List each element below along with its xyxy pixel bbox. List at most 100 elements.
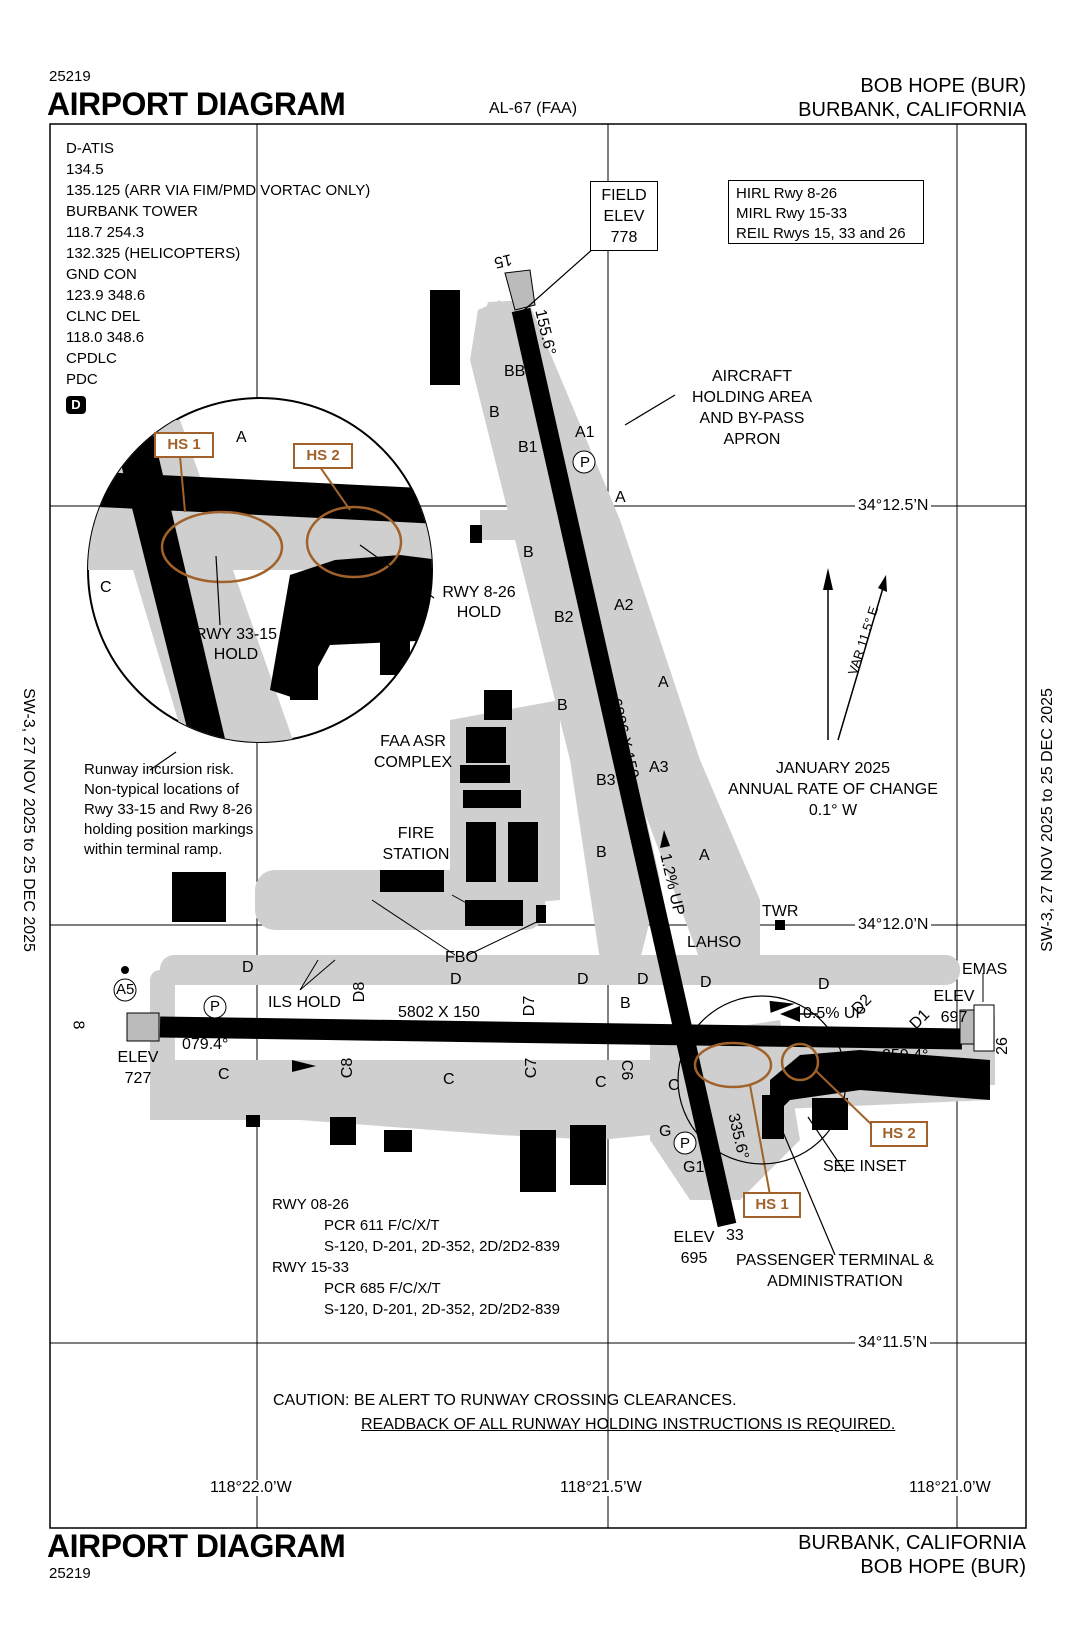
inset-taxiway-c: C — [100, 579, 112, 596]
freq-clnc-label: CLNC DEL — [66, 308, 141, 325]
hotspot-hs1[interactable]: HS 1 — [743, 1192, 801, 1218]
longitude-3: 118°21.0’W — [906, 1480, 994, 1496]
holding-area-line3: AND BY-PASS — [699, 410, 805, 427]
freq-gnd: 123.9 348.6 — [66, 287, 146, 304]
d-badge: D — [66, 396, 86, 414]
rwy-15-label: 15 — [492, 250, 514, 271]
footer-code: 25219 — [49, 1565, 91, 1582]
elev-33-label: ELEV — [673, 1229, 715, 1246]
magvar-arrows — [823, 568, 887, 741]
taxiway-c-2: C — [443, 1071, 455, 1088]
taxiway-a1: A1 — [575, 424, 595, 441]
terminal-line2: ADMINISTRATION — [767, 1273, 903, 1290]
taxiway-c-3: C — [595, 1074, 607, 1091]
taxiway-d8: D8 — [351, 981, 369, 1003]
pcr-0826-gear: S-120, D-201, 2D-352, 2D/2D2-839 — [324, 1238, 560, 1255]
freq-gnd-label: GND CON — [66, 266, 137, 283]
rwy-826-hold-line2: HOLD — [456, 604, 502, 621]
taxiway-a5: A5 — [116, 981, 135, 998]
freq-cpdlc: CPDLC — [66, 350, 117, 367]
taxiway-d-5: D — [700, 974, 712, 991]
freq-atis: 134.5 — [66, 161, 104, 178]
taxiway-g: G — [659, 1123, 672, 1140]
freq-tower: 118.7 254.3 — [66, 224, 145, 241]
rwy-33-label: 33 — [726, 1227, 744, 1244]
frequency-list: D-ATIS 134.5 135.125 (ARR VIA FIM/PMD VO… — [66, 138, 370, 390]
magvar-rate-label: ANNUAL RATE OF CHANGE — [728, 781, 938, 798]
taxiway-c8: C8 — [339, 1057, 357, 1079]
airport-name: BOB HOPE (BUR) — [860, 75, 1026, 97]
taxiway-d-2: D — [450, 971, 462, 988]
taxiway-c-1: C — [218, 1066, 230, 1083]
buildings — [172, 290, 990, 1192]
elev-33-block: ELEV 695 — [672, 1227, 716, 1269]
airport-location: BURBANK, CALIFORNIA — [798, 99, 1026, 121]
pcr-rwy-0826: RWY 08-26 — [272, 1196, 349, 1213]
elev-33-value: 695 — [680, 1250, 708, 1267]
field-elevation-box: FIELD ELEV 778 — [590, 181, 658, 251]
fire-line1: FIRE — [397, 825, 435, 842]
footer-location: BURBANK, CALIFORNIA — [798, 1532, 1026, 1554]
freq-clnc: 118.0 348.6 — [66, 329, 145, 346]
holding-area-line2: HOLDING AREA — [691, 389, 813, 406]
taxiway-b1: B1 — [518, 439, 538, 456]
rwy-826-dimensions: 5802 X 150 — [398, 1004, 480, 1021]
faa-asr-line2: COMPLEX — [373, 754, 453, 771]
taxiway-a-3: A — [699, 847, 710, 864]
taxiway-c7: C7 — [523, 1057, 541, 1079]
taxiway-d-3: D — [577, 971, 589, 988]
taxiway-b-5: B — [620, 995, 631, 1012]
magvar-block: JANUARY 2025 ANNUAL RATE OF CHANGE 0.1° … — [718, 758, 948, 821]
incursion-line5: within terminal ramp. — [84, 841, 223, 858]
see-inset-label: SEE INSET — [823, 1158, 907, 1175]
incursion-line4: holding position markings — [84, 821, 254, 838]
terminal-label: PASSENGER TERMINAL & ADMINISTRATION — [730, 1250, 940, 1292]
freq-heli: 132.325 (HELICOPTERS) — [66, 245, 241, 262]
hotspot-hs2[interactable]: HS 2 — [870, 1121, 928, 1147]
rwy-8-label: 8 — [69, 1020, 87, 1030]
pcr-0826-value: PCR 611 F/C/X/T — [324, 1217, 440, 1234]
pcr-block: RWY 08-26 PCR 611 F/C/X/T S-120, D-201, … — [272, 1194, 560, 1320]
faa-asr-line1: FAA ASR — [380, 733, 446, 750]
caution-line1: CAUTION: BE ALERT TO RUNWAY CROSSING CLE… — [273, 1392, 737, 1409]
lighting-mirl: MIRL Rwy 15-33 — [736, 205, 848, 222]
hotspot-hs1-inset[interactable]: HS 1 — [154, 432, 214, 458]
hotspot-hs2-inset[interactable]: HS 2 — [293, 443, 353, 469]
taxiway-b2: B2 — [554, 609, 574, 626]
taxiway-c-4: C — [668, 1077, 680, 1094]
chart-id: AL-67 (FAA) — [489, 100, 578, 117]
longitude-1: 118°22.0’W — [207, 1480, 295, 1496]
inset-map — [87, 397, 435, 771]
elev-26-label: ELEV — [933, 988, 975, 1005]
heading-26: 259.4° — [882, 1047, 929, 1064]
footer-airport: BOB HOPE (BUR) — [860, 1556, 1026, 1578]
pcr-1533-value: PCR 685 F/C/X/T — [324, 1280, 441, 1297]
elev-08-value: 727 — [124, 1070, 152, 1087]
taxiway-a3: A3 — [649, 759, 669, 776]
freq-pdc: PDC — [66, 371, 98, 388]
incursion-line2: Non-typical locations of — [84, 781, 240, 798]
elev-26-value: 697 — [940, 1009, 968, 1026]
taxiway-bb: BB — [504, 363, 526, 380]
freq-atis-label: D-ATIS — [66, 140, 115, 157]
runway-15-33 — [511, 307, 737, 1228]
elev-26-block: ELEV 697 — [932, 986, 976, 1028]
incursion-line3: Rwy 33-15 and Rwy 8-26 — [84, 801, 253, 818]
taxiway-c6: C6 — [618, 1059, 636, 1081]
footer-title: AIRPORT DIAGRAM — [47, 1528, 346, 1564]
freq-tower-label: BURBANK TOWER — [66, 203, 198, 220]
lahso-label: LAHSO — [687, 934, 742, 951]
emas-label: EMAS — [962, 961, 1008, 978]
field-elev-line1: FIELD — [601, 187, 647, 204]
freq-arr: 135.125 (ARR VIA FIM/PMD VORTAC ONLY) — [66, 182, 371, 199]
taxiway-a-1: A — [615, 489, 626, 506]
taxiway-b-1: B — [489, 404, 500, 421]
elev-08-block: ELEV 727 — [116, 1047, 160, 1089]
latitude-2: 34°12.0’N — [855, 917, 932, 933]
chart-title: AIRPORT DIAGRAM — [47, 86, 346, 122]
incursion-note: Runway incursion risk. Non-typical locat… — [84, 760, 253, 860]
field-elev-line2: ELEV — [603, 208, 645, 225]
pcr-1533-gear: S-120, D-201, 2D-352, 2D/2D2-839 — [324, 1301, 560, 1318]
taxiway-p-3: P — [680, 1135, 691, 1152]
